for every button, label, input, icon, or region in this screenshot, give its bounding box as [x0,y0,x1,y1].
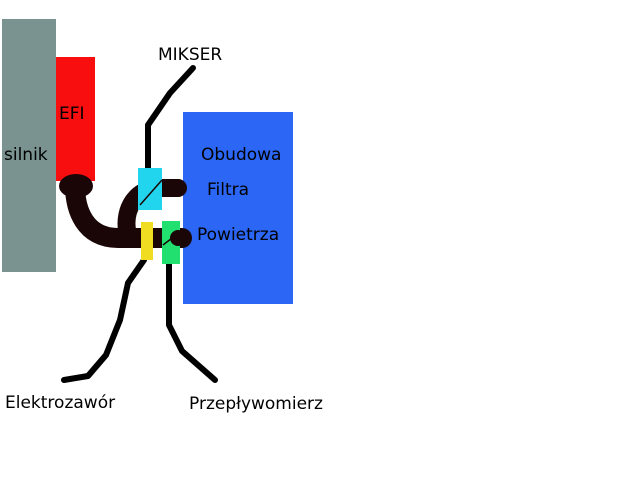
pipe-elbow [59,174,93,198]
pipe-end-mixer [168,179,186,197]
pipe-end-flowmeter [170,230,186,246]
electrovalve-coupling [141,222,153,260]
flowmeter-wire [166,259,218,383]
mixer-wire [145,65,196,183]
efi-label: EFI [59,104,85,124]
efi-block [56,57,95,181]
mixer-coupling-seam [139,179,163,206]
electrovalve-label: Elektrozawór [5,393,115,413]
pipe-segment-valve [153,229,162,247]
housing-label-line2: Filtra [207,180,249,200]
engine-block [2,19,56,272]
mixer-label: MIKSER [158,45,222,65]
air-filter-housing [183,112,293,304]
flowmeter-label: Przepływomierz [189,394,323,414]
engine-label: silnik [4,145,48,165]
housing-label-line3: Powietrza [197,225,279,245]
housing-label-line1: Obudowa [201,145,281,165]
valve-wire [61,257,147,383]
